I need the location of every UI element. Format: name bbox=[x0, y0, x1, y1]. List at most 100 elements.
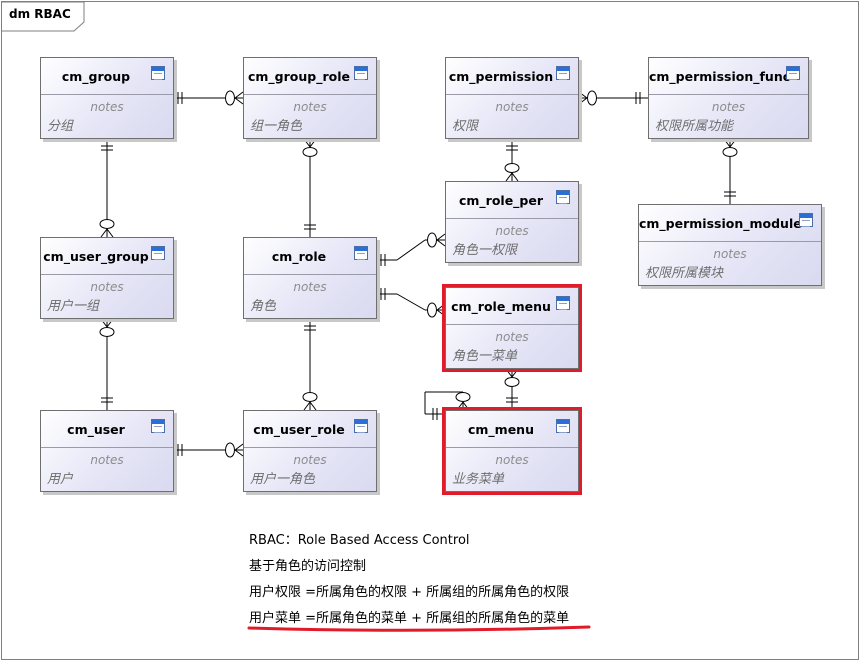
many-marker bbox=[436, 303, 446, 311]
diagram-title: dm RBAC bbox=[9, 7, 71, 21]
notes-label: notes bbox=[90, 280, 124, 294]
notes-label: notes bbox=[495, 224, 529, 238]
notes-label: notes bbox=[495, 100, 529, 114]
entity-cm-group[interactable]: cm_group notes 分组 bbox=[40, 57, 174, 139]
entity-cm-user[interactable]: cm_user notes 用户 bbox=[40, 410, 174, 492]
entity-name: cm_user_role bbox=[253, 422, 345, 437]
entity-cm-role-per[interactable]: cm_role_per notes 角色一权限 bbox=[445, 181, 579, 263]
entity-cm-menu[interactable]: cm_menu notes 业务菜单 bbox=[442, 407, 582, 495]
zero-marker bbox=[302, 147, 318, 157]
entity-cm-permission-func[interactable]: cm_permission_func notes 权限所属功能 bbox=[648, 57, 809, 139]
entity-name: cm_menu bbox=[468, 422, 534, 437]
entity-notes: 用户 bbox=[47, 472, 74, 487]
table-icon bbox=[354, 66, 368, 80]
notes-label: notes bbox=[495, 330, 529, 344]
notes-label: notes bbox=[293, 100, 327, 114]
many-marker bbox=[578, 97, 588, 105]
entity-notes: 用户一角色 bbox=[250, 472, 316, 487]
table-icon bbox=[151, 419, 165, 433]
entity-header bbox=[41, 58, 173, 95]
entity-header bbox=[244, 411, 376, 448]
table-icon bbox=[556, 296, 570, 310]
entity-cm-permission-module[interactable]: cm_permission_module notes 权限所属模块 bbox=[638, 204, 822, 286]
many-marker bbox=[511, 172, 519, 182]
entity-name: cm_role_menu bbox=[451, 299, 551, 314]
entity-name: cm_permission_func bbox=[649, 69, 791, 84]
note-line-user-permission: 用户权限 =所属角色的权限 + 所属组的所属角色的权限 bbox=[249, 585, 570, 600]
zero-marker bbox=[504, 377, 520, 387]
many-marker bbox=[309, 401, 317, 411]
notes-label: notes bbox=[293, 453, 327, 467]
entity-header bbox=[446, 58, 578, 95]
many-marker bbox=[106, 228, 114, 238]
many-marker bbox=[303, 138, 311, 148]
many-marker bbox=[234, 91, 244, 99]
entity-cm-role[interactable]: cm_role notes 角色 bbox=[243, 237, 377, 319]
note-line-user-menu: 用户菜单 =所属角色的菜单 + 所属组的所属角色的菜单 bbox=[249, 611, 570, 626]
entity-notes: 权限所属模块 bbox=[645, 266, 724, 281]
many-marker bbox=[505, 368, 513, 378]
many-marker bbox=[511, 368, 519, 378]
zero-marker bbox=[455, 392, 471, 402]
many-marker bbox=[436, 239, 446, 247]
entity-cm-user-group[interactable]: cm_user_group notes 用户一组 bbox=[40, 237, 174, 319]
entity-header bbox=[41, 411, 173, 448]
table-icon bbox=[799, 213, 813, 227]
entity-cm-group-role[interactable]: cm_group_role notes 组一角色 bbox=[243, 57, 377, 139]
notes-label: notes bbox=[90, 453, 124, 467]
entity-name: cm_role bbox=[271, 249, 327, 264]
table-icon bbox=[354, 419, 368, 433]
zero-marker bbox=[427, 232, 437, 248]
entity-cm-user-role[interactable]: cm_user_role notes 用户一角色 bbox=[243, 410, 377, 492]
entity-notes: 业务菜单 bbox=[452, 472, 505, 487]
entity-header bbox=[639, 205, 821, 242]
entity-header bbox=[446, 288, 578, 325]
entity-cm-permission[interactable]: cm_permission notes 权限 bbox=[445, 57, 579, 139]
many-marker bbox=[505, 172, 513, 182]
many-marker bbox=[100, 228, 108, 238]
notes-label: notes bbox=[293, 280, 327, 294]
note-line-definition: 基于角色的访问控制 bbox=[249, 559, 367, 574]
zero-marker bbox=[587, 90, 597, 106]
many-marker bbox=[106, 318, 114, 328]
many-marker bbox=[456, 401, 464, 411]
many-marker bbox=[234, 449, 244, 457]
entity-name: cm_permission bbox=[448, 69, 554, 84]
zero-marker bbox=[225, 442, 235, 458]
entity-header bbox=[41, 238, 173, 275]
entity-notes: 组一角色 bbox=[250, 119, 303, 134]
entity-notes: 用户一组 bbox=[47, 299, 100, 314]
notes-label: notes bbox=[90, 100, 124, 114]
many-marker bbox=[303, 401, 311, 411]
frame-title-tab bbox=[2, 2, 85, 32]
entity-notes: 角色 bbox=[250, 299, 277, 314]
notes-label: notes bbox=[711, 100, 746, 114]
table-icon bbox=[556, 190, 570, 204]
notes-label: notes bbox=[713, 247, 747, 261]
entity-name: cm_permission_module bbox=[639, 216, 802, 231]
zero-marker bbox=[99, 219, 115, 229]
entity-name: cm_user_group bbox=[43, 249, 149, 264]
table-icon bbox=[786, 66, 800, 80]
many-marker bbox=[462, 401, 470, 411]
table-icon bbox=[151, 66, 165, 80]
table-icon bbox=[556, 419, 570, 433]
entity-header bbox=[649, 58, 808, 95]
zero-marker bbox=[504, 163, 520, 173]
table-icon bbox=[556, 66, 570, 80]
entity-header bbox=[446, 182, 578, 219]
entity-notes: 权限 bbox=[452, 119, 479, 134]
note-line-rbac: RBAC：Role Based Access Control bbox=[249, 533, 470, 548]
entity-name: cm_user bbox=[67, 422, 125, 437]
many-marker bbox=[234, 443, 244, 451]
entity-cm-role-menu[interactable]: cm_role_menu notes 角色一菜单 bbox=[442, 284, 582, 372]
entity-notes: 分组 bbox=[47, 119, 74, 134]
many-marker bbox=[309, 138, 317, 148]
many-marker bbox=[723, 138, 731, 148]
entity-header bbox=[244, 238, 376, 275]
entity-name: cm_group bbox=[61, 69, 131, 84]
zero-marker bbox=[427, 302, 437, 318]
entity-header bbox=[446, 411, 578, 448]
